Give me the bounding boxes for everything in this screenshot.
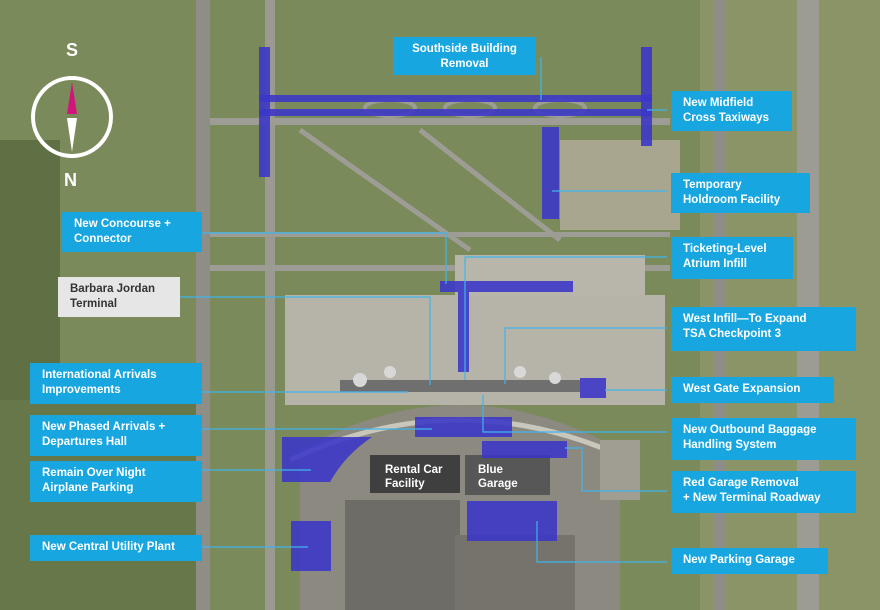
runway-west <box>196 0 210 610</box>
blue-garage-roof <box>465 455 550 495</box>
label-blue-garage: Blue Garage <box>478 464 518 490</box>
leader-concourse <box>202 232 447 284</box>
project-phased-hall <box>415 417 512 437</box>
project-utility-plant <box>291 521 331 571</box>
leader-red-garage <box>565 447 667 492</box>
label-west-infill: West Infill—To Expand TSA Checkpoint 3 <box>671 307 856 351</box>
holdroom-apron <box>560 140 680 230</box>
rental-car-roof <box>370 455 460 493</box>
compass-north-letter: N <box>64 170 77 190</box>
label-rental-car-facility: Rental Car Facility <box>385 464 443 490</box>
label-southside-building-removal: Southside Building Removal <box>393 37 536 75</box>
label-concourse-connector: New Concourse + Connector <box>62 212 202 252</box>
project-midfield-taxiway-1 <box>259 95 652 102</box>
leader-baggage <box>482 395 667 433</box>
label-midfield-cross-taxiways: New Midfield Cross Taxiways <box>671 91 792 131</box>
leader-west-infill <box>504 327 667 384</box>
label-outbound-baggage: New Outbound Baggage Handling System <box>671 418 856 460</box>
label-central-utility-plant: New Central Utility Plant <box>30 535 202 561</box>
label-new-parking-garage: New Parking Garage <box>671 548 828 574</box>
project-concourse <box>440 281 573 292</box>
label-barbara-jordan-terminal: Barbara Jordan Terminal <box>58 277 180 317</box>
leader-parking <box>536 521 667 563</box>
label-west-gate-expansion: West Gate Expansion <box>671 377 834 403</box>
project-west-gate <box>580 378 606 398</box>
compass-icon <box>31 76 113 158</box>
project-holdroom <box>542 127 559 219</box>
project-connector <box>458 292 469 372</box>
label-ticketing-atrium: Ticketing-Level Atrium Infill <box>671 237 793 279</box>
label-international-arrivals: International Arrivals Improvements <box>30 363 202 404</box>
label-red-garage-removal: Red Garage Removal + New Terminal Roadwa… <box>671 471 856 513</box>
label-temporary-holdroom: Temporary Holdroom Facility <box>671 173 810 213</box>
leader-ticketing <box>464 256 667 380</box>
project-areas <box>259 47 652 571</box>
project-midfield-taxiway-2 <box>259 109 652 116</box>
terminal-building <box>340 380 580 392</box>
project-parking-garage <box>467 501 557 541</box>
label-phased-arrivals-departures: New Phased Arrivals + Departures Hall <box>30 415 202 456</box>
label-remain-over-night: Remain Over Night Airplane Parking <box>30 461 202 502</box>
project-red-garage <box>482 441 567 458</box>
runway-east <box>797 0 819 610</box>
surface-parking <box>345 500 460 610</box>
compass-south-letter: S <box>66 40 79 60</box>
project-ron-parking <box>282 437 372 482</box>
leader-terminal <box>180 296 431 385</box>
leader-lines <box>180 57 667 563</box>
